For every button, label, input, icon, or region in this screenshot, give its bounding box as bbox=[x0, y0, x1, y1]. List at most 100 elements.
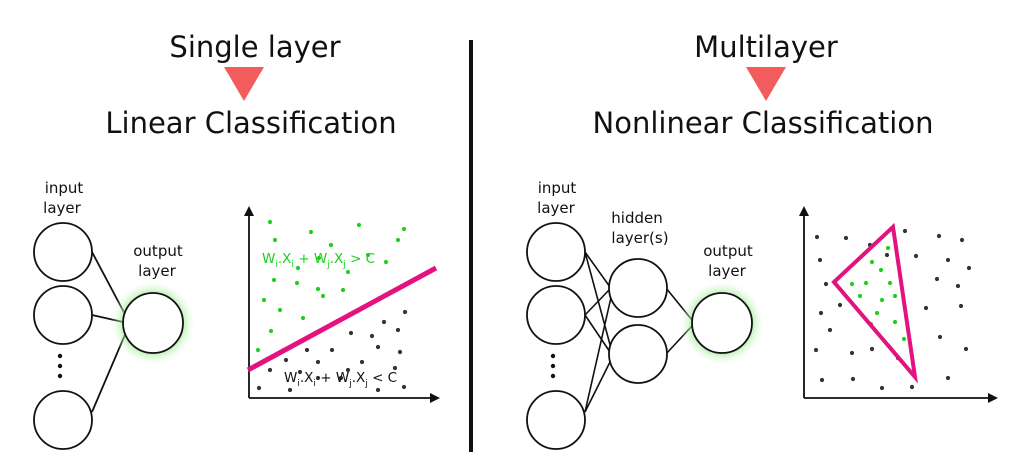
green-dot bbox=[395, 237, 401, 243]
green-dot bbox=[328, 242, 334, 248]
dark-dot bbox=[304, 347, 310, 353]
left-input-label-line2: layer bbox=[43, 199, 81, 217]
right-output-node bbox=[691, 292, 753, 354]
right-hidden-label-line2: layer(s) bbox=[611, 229, 668, 247]
dark-dot bbox=[297, 369, 303, 375]
green-dot bbox=[901, 336, 907, 342]
green-dot bbox=[878, 267, 884, 273]
dark-dot bbox=[884, 252, 890, 258]
right-input-label-line2: layer bbox=[537, 199, 575, 217]
dark-dot bbox=[955, 283, 961, 289]
dark-dot bbox=[402, 309, 408, 315]
dark-dot bbox=[945, 375, 951, 381]
dark-dot bbox=[381, 319, 387, 325]
right-input-node-2 bbox=[526, 285, 586, 345]
dark-dot bbox=[945, 257, 951, 263]
right-output-label-line1: output bbox=[703, 242, 753, 260]
left-green-dots bbox=[255, 219, 407, 353]
dark-dot bbox=[315, 359, 321, 365]
left-ellipsis-dots bbox=[57, 353, 63, 379]
green-dot bbox=[268, 328, 274, 334]
green-dot bbox=[295, 265, 301, 271]
green-dot bbox=[272, 237, 278, 243]
dark-dot bbox=[395, 327, 401, 333]
dark-dot bbox=[817, 257, 823, 263]
dark-dot bbox=[850, 376, 856, 382]
green-dot bbox=[315, 286, 321, 292]
dark-dot bbox=[283, 357, 289, 363]
right-green-dots bbox=[849, 245, 907, 342]
dark-dot bbox=[823, 281, 829, 287]
dark-dot bbox=[348, 330, 354, 336]
left-dark-dots bbox=[256, 309, 408, 393]
right-hidden-label-line1: hidden bbox=[611, 209, 662, 227]
right-hidden-node-1 bbox=[608, 258, 668, 318]
green-dot bbox=[271, 277, 277, 283]
dark-dot bbox=[818, 310, 824, 316]
dark-dot bbox=[937, 334, 943, 340]
green-dot bbox=[892, 293, 898, 299]
green-dot bbox=[887, 280, 893, 286]
right-ellipsis-dots bbox=[550, 353, 556, 379]
dark-dot bbox=[869, 346, 875, 352]
right-subheading: Nonlinear Classification bbox=[593, 106, 934, 140]
green-dot bbox=[863, 280, 869, 286]
right-heading: Multilayer bbox=[694, 30, 838, 64]
dark-dot bbox=[827, 327, 833, 333]
green-dot bbox=[892, 319, 898, 325]
dark-dot bbox=[345, 367, 351, 373]
green-dot bbox=[316, 255, 322, 261]
dark-dot bbox=[256, 385, 262, 391]
green-dot bbox=[308, 229, 314, 235]
right-dark-dots bbox=[813, 228, 972, 391]
right-decision-boundary bbox=[831, 222, 918, 384]
right-input-node-1 bbox=[526, 222, 586, 282]
right-input-node-3 bbox=[526, 390, 586, 450]
green-dot bbox=[849, 281, 855, 287]
green-dot bbox=[356, 222, 362, 228]
green-dot bbox=[401, 226, 407, 232]
left-output-label-line2: layer bbox=[138, 262, 176, 280]
green-dot bbox=[885, 245, 891, 251]
green-dot bbox=[340, 287, 346, 293]
left-decision-boundary bbox=[246, 265, 438, 373]
left-input-node-3 bbox=[33, 390, 93, 450]
dark-dot bbox=[936, 233, 942, 239]
dark-dot bbox=[375, 387, 381, 393]
green-dot bbox=[320, 293, 326, 299]
left-input-label-line1: input bbox=[45, 179, 84, 197]
left-output-label-line1: output bbox=[133, 242, 183, 260]
left-heading: Single layer bbox=[169, 30, 340, 64]
dark-dot bbox=[315, 375, 321, 381]
left-output-node bbox=[122, 292, 184, 354]
dark-dot bbox=[963, 346, 969, 352]
dark-dot bbox=[849, 350, 855, 356]
dark-dot bbox=[401, 384, 407, 390]
dark-dot bbox=[909, 384, 915, 390]
dark-dot bbox=[397, 349, 403, 355]
green-dot bbox=[365, 252, 371, 258]
dark-dot bbox=[837, 302, 843, 308]
dark-dot bbox=[923, 305, 929, 311]
left-subheading: Linear Classification bbox=[105, 106, 396, 140]
dark-dot bbox=[843, 235, 849, 241]
down-triangle-icon bbox=[746, 67, 786, 101]
dark-dot bbox=[819, 377, 825, 383]
down-triangle-icon bbox=[224, 67, 264, 101]
dark-dot bbox=[913, 253, 919, 259]
right-hidden-node-2 bbox=[608, 324, 668, 384]
dark-dot bbox=[287, 387, 293, 393]
green-dot bbox=[255, 347, 261, 353]
left-input-node-1 bbox=[33, 222, 93, 282]
green-dot bbox=[874, 310, 880, 316]
green-dot bbox=[869, 259, 875, 265]
dark-dot bbox=[958, 303, 964, 309]
dark-dot bbox=[934, 276, 940, 282]
green-dot bbox=[383, 259, 389, 265]
dark-dot bbox=[966, 265, 972, 271]
left-lower-equation: Wi.Xi + Wj.Xj < C bbox=[284, 370, 397, 389]
dark-dot bbox=[879, 385, 885, 391]
green-dot bbox=[879, 297, 885, 303]
